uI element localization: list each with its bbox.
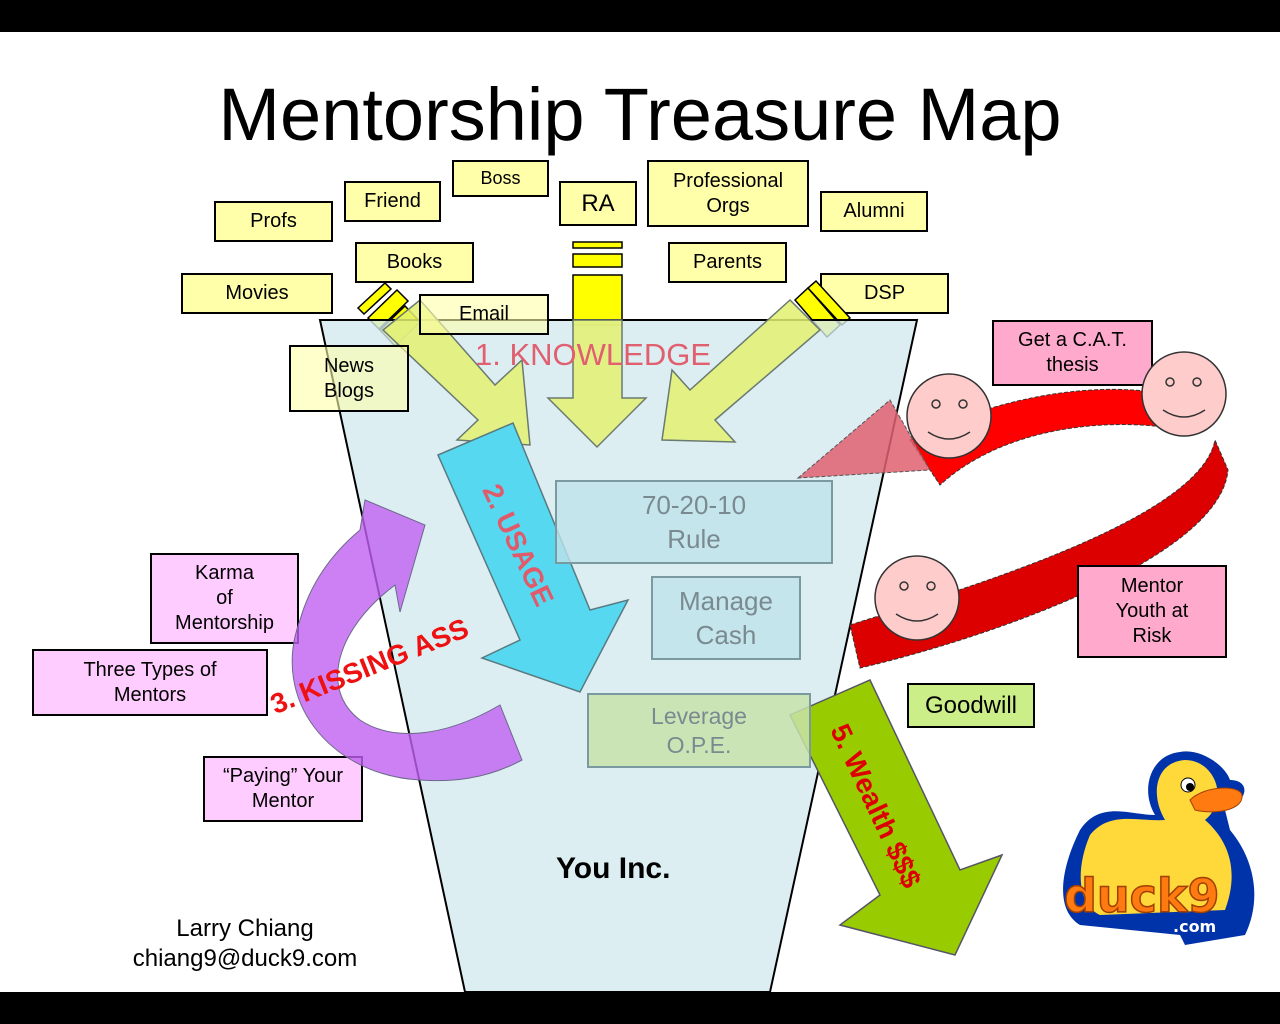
label: Mentorship bbox=[175, 612, 274, 634]
label: Manage bbox=[679, 586, 773, 616]
label: Leverage bbox=[651, 702, 747, 729]
label: Risk bbox=[1132, 625, 1172, 647]
kissing-ass-arrow bbox=[291, 499, 523, 782]
stage-knowledge: 1. KNOWLEDGE bbox=[475, 337, 711, 372]
duck9-logo: duck9 .com bbox=[1063, 751, 1255, 945]
top-bar bbox=[0, 0, 1280, 32]
source-dsp: DSP bbox=[820, 273, 949, 314]
author-email[interactable]: chiang9@duck9.com bbox=[132, 945, 358, 972]
label: Mentor bbox=[251, 790, 315, 812]
label: “Paying” Your bbox=[222, 765, 344, 787]
source-profs: Profs bbox=[214, 201, 333, 242]
smiley-face-icon bbox=[874, 555, 960, 641]
source-boss: Boss bbox=[452, 160, 549, 197]
source-movies: Movies bbox=[181, 273, 333, 314]
label: O.P.E. bbox=[666, 731, 732, 758]
knowledge-arrow-right bbox=[661, 298, 822, 443]
label: 70-20-10 bbox=[641, 490, 747, 520]
label: Blogs bbox=[323, 379, 375, 402]
wealth-arrow bbox=[788, 679, 1004, 956]
source-friend: Friend bbox=[344, 181, 441, 222]
smiley-face-icon bbox=[906, 373, 992, 459]
usage-arrow bbox=[437, 422, 630, 693]
logo-suffix: .com bbox=[1173, 917, 1216, 936]
source-books: Books bbox=[355, 242, 474, 283]
you-inc-label: You Inc. bbox=[556, 852, 671, 885]
label: News bbox=[323, 354, 374, 377]
label: Karma bbox=[195, 562, 254, 584]
label: Cash bbox=[695, 620, 757, 650]
label: of bbox=[216, 587, 233, 609]
source-parents: Parents bbox=[668, 242, 787, 283]
label: Rule bbox=[667, 524, 721, 554]
giving-back-pointer bbox=[796, 399, 931, 479]
label: thesis bbox=[1046, 354, 1099, 376]
label: Youth at bbox=[1115, 600, 1189, 622]
label: Orgs bbox=[706, 194, 750, 217]
label: Professional bbox=[672, 169, 784, 192]
label: Mentors bbox=[113, 683, 187, 706]
goodwill-box: Goodwill bbox=[907, 683, 1035, 728]
logo-text: duck9 bbox=[1064, 869, 1220, 923]
page-title: Mentorship Treasure Map bbox=[218, 73, 1062, 156]
smiley-faces bbox=[874, 351, 1227, 641]
label: Three Types of bbox=[83, 658, 217, 681]
source-alumni: Alumni bbox=[820, 191, 928, 232]
cat-thesis-box: Get a C.A.T. thesis bbox=[992, 320, 1153, 386]
knowledge-arrow-center bbox=[546, 319, 648, 449]
label: Mentor bbox=[1120, 575, 1184, 597]
author-block: Larry Chiang chiang9@duck9.com bbox=[100, 914, 390, 974]
label: Get a C.A.T. bbox=[1018, 329, 1127, 351]
smiley-face-icon bbox=[1141, 351, 1227, 437]
source-email: Email bbox=[419, 294, 549, 335]
source-ra: RA bbox=[559, 181, 637, 226]
author-name: Larry Chiang bbox=[176, 915, 314, 942]
bottom-bar bbox=[0, 992, 1280, 1024]
